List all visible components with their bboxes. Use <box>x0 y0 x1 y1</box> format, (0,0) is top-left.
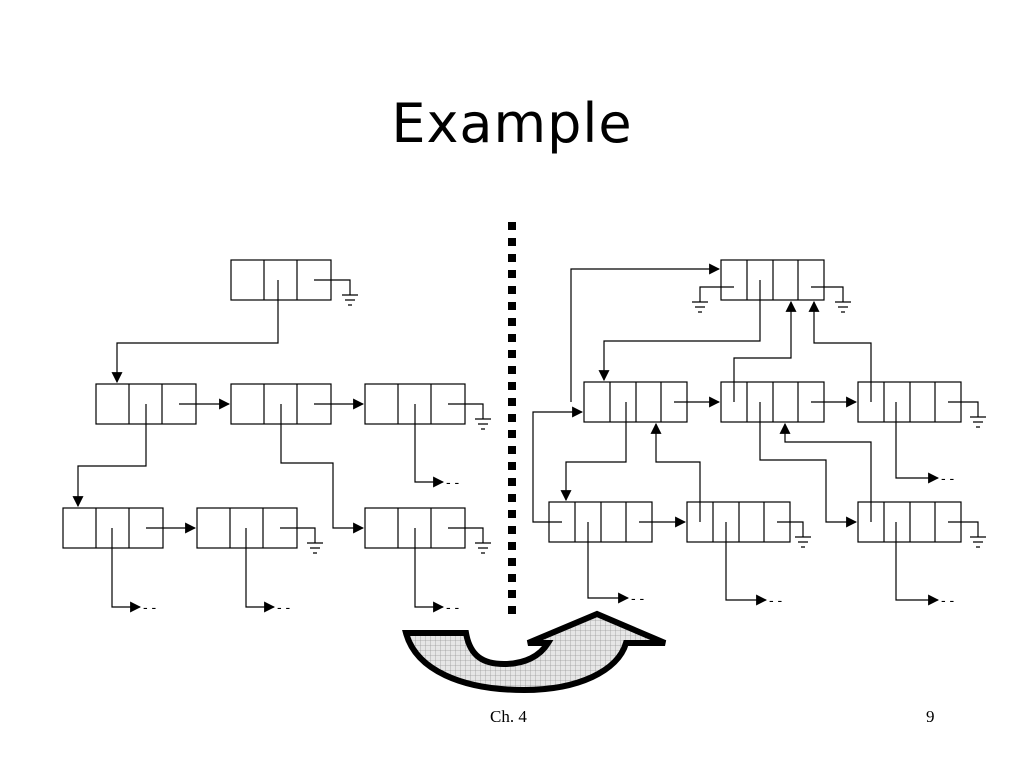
node-r2-a <box>548 501 653 543</box>
continuation-r2-a: - - <box>631 590 645 606</box>
right-list <box>532 259 986 606</box>
continuation-r2-c: - - <box>941 592 955 608</box>
right-grounds <box>692 286 986 548</box>
slide-title: Example <box>391 92 633 155</box>
left-grounds <box>280 279 491 554</box>
transform-arrow-icon <box>402 610 667 694</box>
node-r2-c <box>857 501 962 543</box>
continuation-l2-a: - - <box>143 599 157 615</box>
continuation-l2-b: - - <box>277 599 291 615</box>
continuation-l1: - - <box>446 474 460 490</box>
node-r1-a <box>583 381 688 423</box>
footer-chapter: Ch. 4 <box>490 707 527 726</box>
left-pointers <box>72 280 445 613</box>
node-r1-b <box>720 381 825 423</box>
footer-page-number: 9 <box>926 707 935 726</box>
continuation-l2-c: - - <box>446 599 460 615</box>
node-r1-c <box>857 381 962 423</box>
right-pointers <box>532 263 940 606</box>
node-root-right <box>720 259 825 301</box>
node-r2-b <box>686 501 791 543</box>
continuation-r1: - - <box>941 470 955 486</box>
left-list <box>62 259 491 613</box>
continuation-r2-b: - - <box>769 592 783 608</box>
